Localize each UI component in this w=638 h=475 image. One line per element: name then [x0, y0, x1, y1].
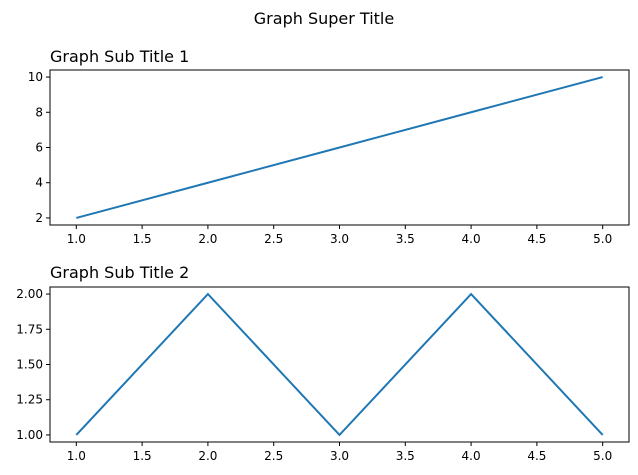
subplot-1-x-tick-label: 5.0 [593, 232, 612, 246]
subplot-1-x-tick-label: 2.5 [264, 232, 283, 246]
subplot-2-x-tick-label: 3.0 [330, 449, 349, 463]
subplot-1-x-tick-label: 4.0 [462, 232, 481, 246]
subplot-1-x-tick-label: 4.5 [527, 232, 546, 246]
subplot-1-frame [49, 69, 630, 226]
subplot-2-x-tick-label: 4.0 [462, 449, 481, 463]
subplot-1-x-tick-label: 1.5 [133, 232, 152, 246]
subplot-1-title: Graph Sub Title 1 [50, 47, 189, 66]
subplot-2-frame [49, 286, 630, 443]
subplot-2-x-tick-label: 2.0 [198, 449, 217, 463]
subplot-1-points [76, 77, 603, 218]
subplot-1-y-tick-label: 10 [28, 70, 43, 84]
subplot-1-y-tick-label: 6 [35, 141, 43, 155]
subplot-2-y-tick-label: 1.50 [16, 358, 43, 372]
subplot-1-y-tick-label: 4 [35, 176, 43, 190]
subplot-2: Graph Sub Title 2 1.0 1.5 2.0 2.5 3.0 3.5 4.0 4… [16, 263, 630, 463]
subplot-2-x-tick-label: 1.5 [133, 449, 152, 463]
subplot-2-y-tick-label: 1.00 [16, 428, 43, 442]
subplot-2-ticks: 1.0 1.5 2.0 2.5 3.0 3.5 4.0 4.5 5.0 1.00 1.25 1.50 1… [16, 287, 612, 463]
subplot-2-y-tick-label: 1.75 [16, 322, 43, 336]
subplot-2-series-line [75, 292, 604, 437]
subplot-1: Graph Sub Title 1 1.0 1.5 2.0 2.5 3.0 3.5 4.0 4… [28, 47, 630, 246]
figure-suptitle: Graph Super Title [254, 9, 394, 28]
subplot-1-x-tick-label: 3.0 [330, 232, 349, 246]
subplot-2-y-tick-label: 2.00 [16, 287, 43, 301]
subplot-2-x-tick-label: 5.0 [593, 449, 612, 463]
subplot-1-y-tick-label: 8 [35, 105, 43, 119]
subplot-2-x-tick-label: 3.5 [396, 449, 415, 463]
subplot-2-x-tick-label: 1.0 [67, 449, 86, 463]
subplot-1-x-tick-label: 3.5 [396, 232, 415, 246]
subplot-2-x-tick-label: 2.5 [264, 449, 283, 463]
subplot-2-y-tick-label: 1.25 [16, 393, 43, 407]
subplot-1-x-tick-label: 1.0 [67, 232, 86, 246]
subplot-2-points [76, 294, 603, 435]
subplot-1-ticks: 1.0 1.5 2.0 2.5 3.0 3.5 4.0 4.5 5.0 2 4 6 8 10 [28, 70, 613, 246]
subplot-2-x-tick-label: 4.5 [527, 449, 546, 463]
subplot-2-title: Graph Sub Title 2 [50, 263, 189, 282]
subplot-1-y-tick-label: 2 [35, 211, 43, 225]
subplot-1-x-tick-label: 2.0 [198, 232, 217, 246]
